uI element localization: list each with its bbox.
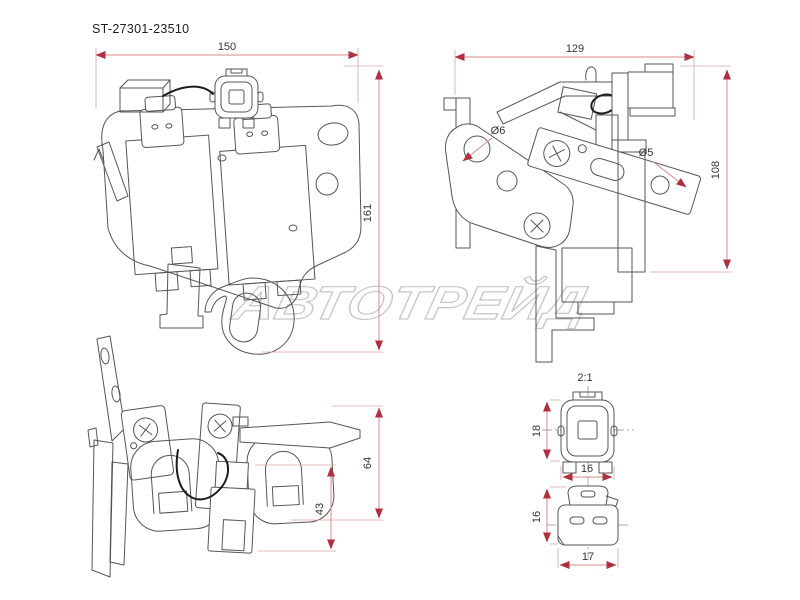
surface-detail bbox=[288, 224, 298, 232]
side-view: 129 108 Ø6 Ø5 bbox=[443, 43, 731, 363]
dim-text-16a: 16 bbox=[581, 463, 593, 475]
callout-d5: Ø5 bbox=[639, 147, 687, 188]
hole-d5 bbox=[650, 175, 670, 195]
diagonal-bar bbox=[527, 127, 702, 215]
slot-lobe bbox=[204, 277, 295, 355]
watermark: АВТОТРЕЙД bbox=[227, 275, 593, 331]
dimension-detail-a-width: 16 bbox=[560, 463, 615, 481]
side-box bbox=[557, 86, 598, 120]
hanging-connector bbox=[207, 460, 256, 554]
dimension-detail-b-width: 17 bbox=[557, 548, 619, 569]
diagnostic-connector bbox=[209, 68, 264, 129]
wire bbox=[162, 85, 214, 97]
dimension-front-height: 161 bbox=[262, 65, 383, 353]
phillips-screw-icon bbox=[523, 212, 551, 240]
mounting-hole-lower bbox=[315, 172, 339, 196]
side-connector bbox=[611, 63, 676, 153]
dimension-bottom-height: 64 bbox=[290, 405, 383, 521]
mounting-foot bbox=[159, 263, 204, 329]
dim-text-17: 17 bbox=[582, 551, 594, 563]
connector-detail-top: 16 17 bbox=[531, 480, 631, 569]
ignition-coil-right bbox=[219, 103, 316, 301]
dim-text-d6: Ø6 bbox=[491, 125, 506, 137]
left-plate bbox=[91, 439, 114, 578]
detail-views: 2:1 18 bbox=[531, 372, 634, 569]
surface-detail bbox=[217, 154, 227, 162]
dimension-side-height: 108 bbox=[650, 65, 731, 273]
dimension-connector-height: 43 bbox=[255, 464, 336, 552]
bottom-view: 64 43 bbox=[87, 335, 383, 578]
top-plate bbox=[496, 81, 631, 125]
dim-text-16b: 16 bbox=[531, 511, 543, 523]
detail-scale-label: 2:1 bbox=[577, 372, 592, 384]
part-number: ST-27301-23510 bbox=[92, 22, 190, 36]
watermark-text: АВТОТРЕЙД bbox=[227, 275, 592, 329]
hole-d6 bbox=[463, 135, 491, 163]
coil-connector-right bbox=[233, 115, 281, 155]
bar-clip bbox=[232, 416, 249, 427]
dim-text-161: 161 bbox=[362, 204, 374, 222]
ignition-coil-left bbox=[125, 95, 219, 292]
front-view: 150 161 bbox=[93, 41, 383, 355]
dimension-detail-b-height: 16 bbox=[531, 486, 566, 545]
l-bracket bbox=[535, 245, 595, 363]
edge-clip bbox=[93, 141, 129, 202]
dim-text-d5: Ø5 bbox=[639, 147, 654, 159]
connector-detail-front: 18 16 bbox=[531, 386, 634, 481]
blade-bar bbox=[239, 421, 361, 449]
callout-d6: Ø6 bbox=[462, 125, 506, 162]
coil-connector-left bbox=[139, 106, 185, 149]
dim-text-129: 129 bbox=[566, 43, 584, 55]
oval-slot-hole bbox=[229, 292, 262, 343]
dim-text-18: 18 bbox=[531, 425, 543, 437]
dimension-detail-a-height: 18 bbox=[531, 399, 560, 462]
bracket-plate bbox=[101, 104, 362, 309]
component-box bbox=[119, 79, 171, 113]
dimension-front-width: 150 bbox=[95, 41, 359, 108]
hole-mid bbox=[496, 170, 518, 192]
dim-text-150: 150 bbox=[218, 41, 236, 53]
wire bbox=[175, 449, 229, 501]
spring-clip bbox=[585, 66, 597, 83]
mounting-hole-upper bbox=[317, 122, 349, 146]
dim-text-43: 43 bbox=[314, 503, 326, 515]
dim-text-64: 64 bbox=[362, 457, 374, 469]
dim-text-108: 108 bbox=[710, 161, 722, 179]
dimension-side-width: 129 bbox=[454, 43, 695, 120]
